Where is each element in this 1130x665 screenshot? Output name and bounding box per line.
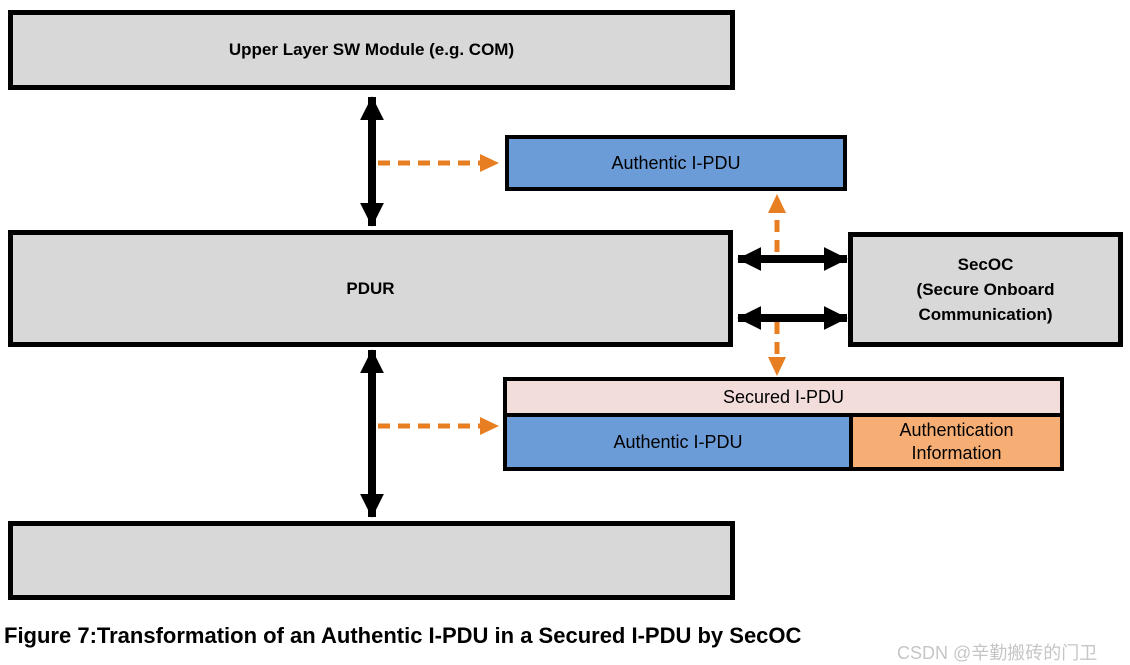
secoc-box: SecOC (Secure Onboard Communication) <box>848 232 1123 347</box>
upper-authentic-dashed-head <box>480 154 499 172</box>
upper-layer-sw-module-box: Upper Layer SW Module (e.g. COM) <box>8 10 735 90</box>
upper-layer-sw-module-label: Upper Layer SW Module (e.g. COM) <box>228 40 515 59</box>
figure-caption: Figure 7:Transformation of an Authentic … <box>4 623 802 648</box>
secured-down-dashed-head <box>768 357 786 376</box>
authentic-ipdu-box: Authentic I-PDU <box>505 135 847 191</box>
lower-layer-modules-box <box>8 521 735 600</box>
authentic-ipdu-label: Authentic I-PDU <box>611 152 741 173</box>
watermark: CSDN @辛勤搬砖的门卫 <box>897 643 1098 663</box>
secured-authentic-ipdu-cell: Authentic I-PDU <box>507 417 853 467</box>
lower-secured-dashed-head <box>480 417 499 435</box>
authentic-up-dashed-head <box>768 194 786 213</box>
secoc-label: SecOC (Secure Onboard Communication) <box>916 255 1055 324</box>
secured-ipdu-label: Secured I-PDU <box>722 386 845 407</box>
secured-ipdu-composite-box: Secured I-PDU Authentic I-PDU Authentica… <box>503 377 1064 471</box>
secured-ipdu-band: Secured I-PDU <box>507 381 1060 417</box>
pdur-box: PDUR <box>8 230 733 347</box>
secured-authentic-ipdu-label: Authentic I-PDU <box>613 431 743 452</box>
pdur-label: PDUR <box>346 278 395 298</box>
secured-ipdu-payload-row: Authentic I-PDU Authentication Informati… <box>507 417 1060 467</box>
authentication-information-label: Authentication Information <box>899 420 1014 463</box>
authentication-information-cell: Authentication Information <box>853 417 1060 467</box>
